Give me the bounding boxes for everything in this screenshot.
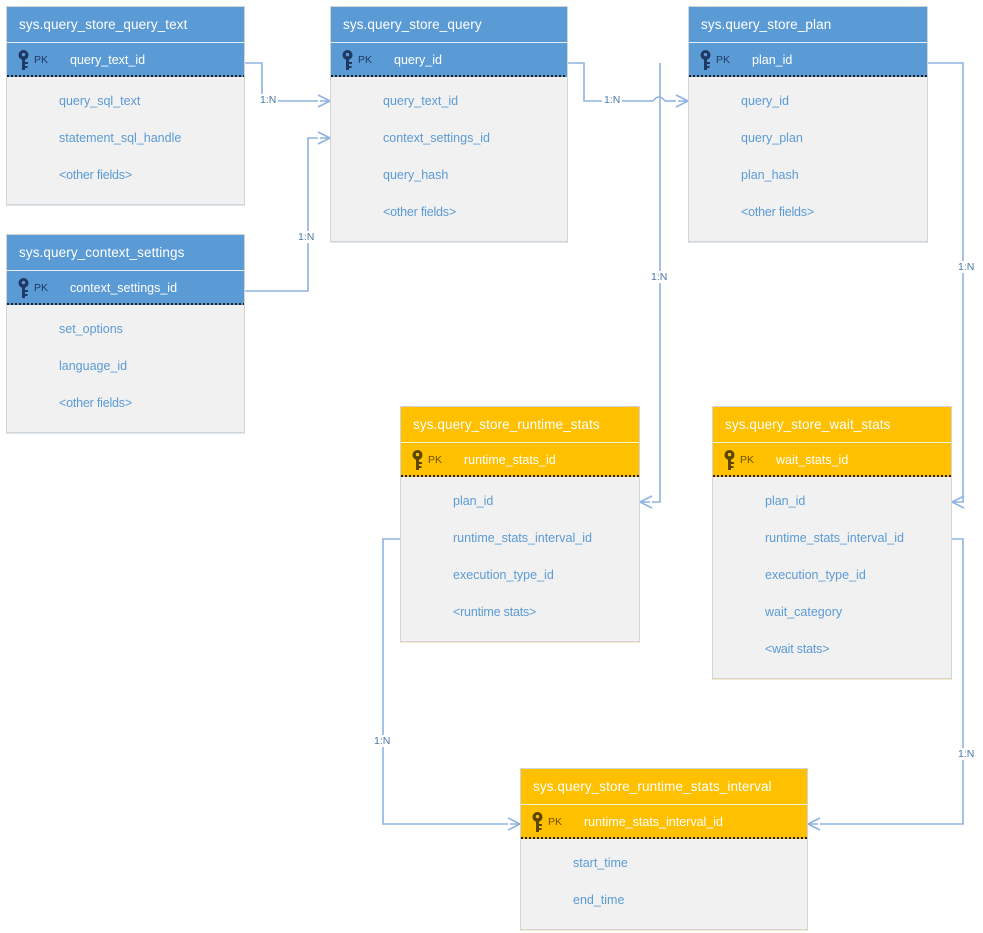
connector-settings-to-query [245, 131, 332, 292]
entity-title: sys.query_store_runtime_stats [401, 407, 639, 443]
key-icon [342, 50, 353, 70]
entity-query-store-plan[interactable]: sys.query_store_plan PK plan_id query_id… [688, 6, 928, 242]
entity-primary-key-row[interactable]: PK query_text_id [7, 43, 244, 77]
primary-key-tag: PK [740, 454, 755, 466]
field-row: <other fields> [59, 396, 132, 410]
entity-field-list: query_text_id context_settings_id query_… [331, 77, 567, 241]
entity-primary-key-row[interactable]: PK context_settings_id [7, 271, 244, 305]
entity-query-store-wait-stats[interactable]: sys.query_store_wait_stats PK wait_stats… [712, 406, 952, 679]
connector-plan-to-runtime [638, 63, 661, 509]
primary-key-tag: PK [34, 54, 49, 66]
primary-key-name: plan_id [752, 53, 793, 67]
relationship-label-text-to-query: 1:N [258, 94, 279, 106]
primary-key-name: query_text_id [70, 53, 146, 67]
field-row: <other fields> [383, 205, 456, 219]
field-row: execution_type_id [765, 568, 866, 582]
entity-query-context-settings[interactable]: sys.query_context_settings PK context_se… [6, 234, 245, 433]
entity-query-store-runtime-stats[interactable]: sys.query_store_runtime_stats PK runtime… [400, 406, 640, 642]
primary-key-tag: PK [716, 54, 731, 66]
field-row: query_plan [741, 131, 803, 145]
field-row: <other fields> [59, 168, 132, 182]
field-row: runtime_stats_interval_id [765, 531, 904, 545]
primary-key-name: wait_stats_id [776, 453, 849, 467]
field-row: set_options [59, 322, 123, 336]
entity-primary-key-row[interactable]: PK runtime_stats_id [401, 443, 639, 477]
field-row: start_time [573, 856, 628, 870]
entity-primary-key-row[interactable]: PK query_id [331, 43, 567, 77]
field-row: execution_type_id [453, 568, 554, 582]
entity-primary-key-row[interactable]: PK wait_stats_id [713, 443, 951, 477]
connector-query-to-plan [568, 62, 690, 108]
field-row: plan_id [765, 494, 806, 508]
entity-query-store-query[interactable]: sys.query_store_query PK query_id query_… [330, 6, 568, 242]
entity-primary-key-row[interactable]: PK runtime_stats_interval_id [521, 805, 807, 839]
primary-key-name: query_id [394, 53, 442, 67]
field-row: end_time [573, 893, 625, 907]
entity-field-list: plan_id runtime_stats_interval_id execut… [401, 477, 639, 641]
entity-query-store-query-text[interactable]: sys.query_store_query_text PK query_text… [6, 6, 245, 205]
key-icon [724, 450, 735, 470]
field-row: language_id [59, 359, 128, 373]
entity-field-list: query_id query_plan plan_hash <other fie… [689, 77, 927, 241]
relationship-label-settings-to-query: 1:N [296, 231, 317, 243]
primary-key-tag: PK [428, 454, 443, 466]
field-row: <other fields> [741, 205, 814, 219]
primary-key-tag: PK [548, 816, 563, 828]
field-row: wait_category [765, 605, 843, 619]
primary-key-name: context_settings_id [70, 281, 178, 295]
field-row: query_hash [383, 168, 449, 182]
primary-key-name: runtime_stats_interval_id [584, 815, 723, 829]
key-icon [18, 278, 29, 298]
entity-title: sys.query_store_query_text [7, 7, 244, 43]
relationship-label-interval-to-wait: 1:N [956, 748, 977, 760]
field-row: statement_sql_handle [59, 131, 182, 145]
relationship-label-plan-to-runtime: 1:N [649, 271, 670, 283]
field-row: query_id [741, 94, 789, 108]
field-row: plan_hash [741, 168, 799, 182]
field-row: <wait stats> [765, 642, 830, 656]
entity-title: sys.query_store_runtime_stats_interval [521, 769, 807, 805]
key-icon [412, 450, 423, 470]
primary-key-name: runtime_stats_id [464, 453, 556, 467]
entity-query-store-runtime-stats-interval[interactable]: sys.query_store_runtime_stats_interval P… [520, 768, 808, 930]
field-row: query_text_id [383, 94, 459, 108]
field-row: <runtime stats> [453, 605, 537, 619]
relationship-label-query-to-plan: 1:N [602, 94, 623, 106]
primary-key-tag: PK [34, 282, 49, 294]
relationship-label-interval-to-runtime: 1:N [372, 735, 393, 747]
field-row: context_settings_id [383, 131, 491, 145]
field-row: plan_id [453, 494, 494, 508]
key-icon [532, 812, 543, 832]
entity-field-list: start_time end_time [521, 839, 807, 929]
field-row: query_sql_text [59, 94, 141, 108]
entity-title: sys.query_context_settings [7, 235, 244, 271]
key-icon [18, 50, 29, 70]
relationship-label-plan-to-wait: 1:N [956, 261, 977, 273]
key-icon [700, 50, 711, 70]
primary-key-tag: PK [358, 54, 373, 66]
entity-field-list: set_options language_id <other fields> [7, 305, 244, 432]
field-row: runtime_stats_interval_id [453, 531, 592, 545]
entity-title: sys.query_store_wait_stats [713, 407, 951, 443]
entity-title: sys.query_store_query [331, 7, 567, 43]
entity-title: sys.query_store_plan [689, 7, 927, 43]
entity-primary-key-row[interactable]: PK plan_id [689, 43, 927, 77]
entity-field-list: query_sql_text statement_sql_handle <oth… [7, 77, 244, 204]
entity-field-list: plan_id runtime_stats_interval_id execut… [713, 477, 951, 678]
